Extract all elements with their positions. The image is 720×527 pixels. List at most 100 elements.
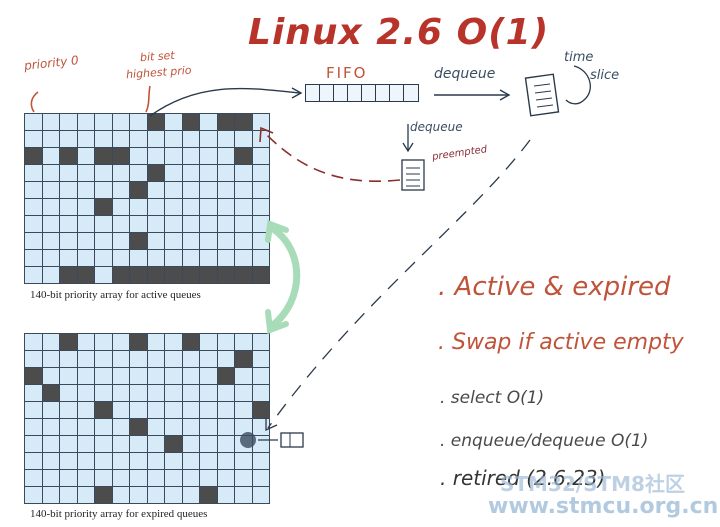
priority-bit xyxy=(147,351,164,367)
priority-bit xyxy=(200,114,217,130)
priority-bit-set xyxy=(25,368,42,384)
priority-bit xyxy=(200,199,217,215)
priority-bit xyxy=(77,402,94,418)
priority-bit xyxy=(130,385,147,401)
priority-bit xyxy=(235,453,252,469)
priority-bit-set xyxy=(147,267,164,283)
priority-bit xyxy=(252,470,269,486)
priority-bit xyxy=(200,470,217,486)
fifo-slot xyxy=(390,85,404,101)
priority-bit-set xyxy=(60,267,77,283)
priority-bit xyxy=(77,453,94,469)
priority-bit xyxy=(130,436,147,452)
priority-bit xyxy=(42,402,59,418)
priority-bit xyxy=(165,487,182,503)
priority-bit xyxy=(252,334,269,350)
priority-bit xyxy=(182,148,199,164)
priority-bit-set xyxy=(147,165,164,181)
preempted-return-arrow xyxy=(261,129,401,182)
priority-bit xyxy=(147,131,164,147)
priority-bit xyxy=(60,250,77,266)
priority-bit xyxy=(25,165,42,181)
priority-bit xyxy=(77,334,94,350)
priority-bit-set xyxy=(182,114,199,130)
priority-bit xyxy=(235,131,252,147)
priority-bit xyxy=(200,453,217,469)
priority-bit xyxy=(235,334,252,350)
priority-bit xyxy=(60,402,77,418)
priority-bit xyxy=(165,233,182,249)
priority-bit xyxy=(217,385,234,401)
priority-bit xyxy=(112,487,129,503)
priority-bit xyxy=(235,199,252,215)
priority-bit xyxy=(60,182,77,198)
priority-bit xyxy=(217,453,234,469)
priority-bit xyxy=(60,385,77,401)
priority-bit xyxy=(200,368,217,384)
priority-bit xyxy=(235,402,252,418)
priority-bit xyxy=(95,165,112,181)
priority-bit xyxy=(217,402,234,418)
priority-bit xyxy=(235,165,252,181)
priority-bit xyxy=(252,250,269,266)
priority-bit xyxy=(200,334,217,350)
watermark-line1: STM32/STM8社区 xyxy=(500,472,685,496)
priority-bit-set xyxy=(130,233,147,249)
priority-bit xyxy=(200,233,217,249)
priority-bit xyxy=(25,131,42,147)
priority-bit xyxy=(217,334,234,350)
priority-bit xyxy=(130,470,147,486)
priority-bit xyxy=(182,385,199,401)
priority-bit xyxy=(112,334,129,350)
priority-bit xyxy=(217,470,234,486)
priority-bit xyxy=(217,216,234,232)
priority-bit xyxy=(77,199,94,215)
dequeue-down-label: dequeue xyxy=(410,120,463,134)
priority-bit xyxy=(182,165,199,181)
priority-bit xyxy=(165,368,182,384)
priority-bit xyxy=(112,453,129,469)
priority-bit xyxy=(147,470,164,486)
bit-to-fifo-arrow xyxy=(149,87,301,117)
bullet-select: . select O(1) xyxy=(440,388,545,408)
priority-bit xyxy=(77,351,94,367)
priority-bit xyxy=(165,470,182,486)
priority-bit xyxy=(95,114,112,130)
priority-bit xyxy=(60,470,77,486)
priority-bit xyxy=(42,182,59,198)
page-title: Linux 2.6 O(1) xyxy=(248,12,550,53)
fifo-slot xyxy=(362,85,376,101)
swap-arrow xyxy=(268,224,301,330)
priority-bit xyxy=(25,470,42,486)
priority-bit xyxy=(165,419,182,435)
priority-bit xyxy=(130,131,147,147)
priority-bit xyxy=(217,148,234,164)
priority-bit xyxy=(235,216,252,232)
priority-bit xyxy=(165,453,182,469)
priority-bit xyxy=(112,419,129,435)
priority-bit xyxy=(112,216,129,232)
priority-bit xyxy=(25,216,42,232)
priority-bit xyxy=(95,368,112,384)
priority-bit xyxy=(147,199,164,215)
priority-bit xyxy=(112,436,129,452)
priority-bit xyxy=(25,114,42,130)
priority-bit xyxy=(25,250,42,266)
priority-bit xyxy=(147,250,164,266)
priority-bit xyxy=(252,487,269,503)
priority-bit xyxy=(165,351,182,367)
priority-bit xyxy=(95,267,112,283)
priority-bit xyxy=(42,148,59,164)
priority-bit xyxy=(60,487,77,503)
priority-bit xyxy=(147,216,164,232)
priority-bit xyxy=(217,419,234,435)
priority-bit xyxy=(130,114,147,130)
bullet-retired: . retired (2.6.23) xyxy=(440,466,606,490)
priority-bit xyxy=(217,436,234,452)
priority-bit xyxy=(77,470,94,486)
priority-bit xyxy=(95,436,112,452)
priority-bit xyxy=(252,148,269,164)
priority-bit xyxy=(42,165,59,181)
priority-bit xyxy=(60,351,77,367)
